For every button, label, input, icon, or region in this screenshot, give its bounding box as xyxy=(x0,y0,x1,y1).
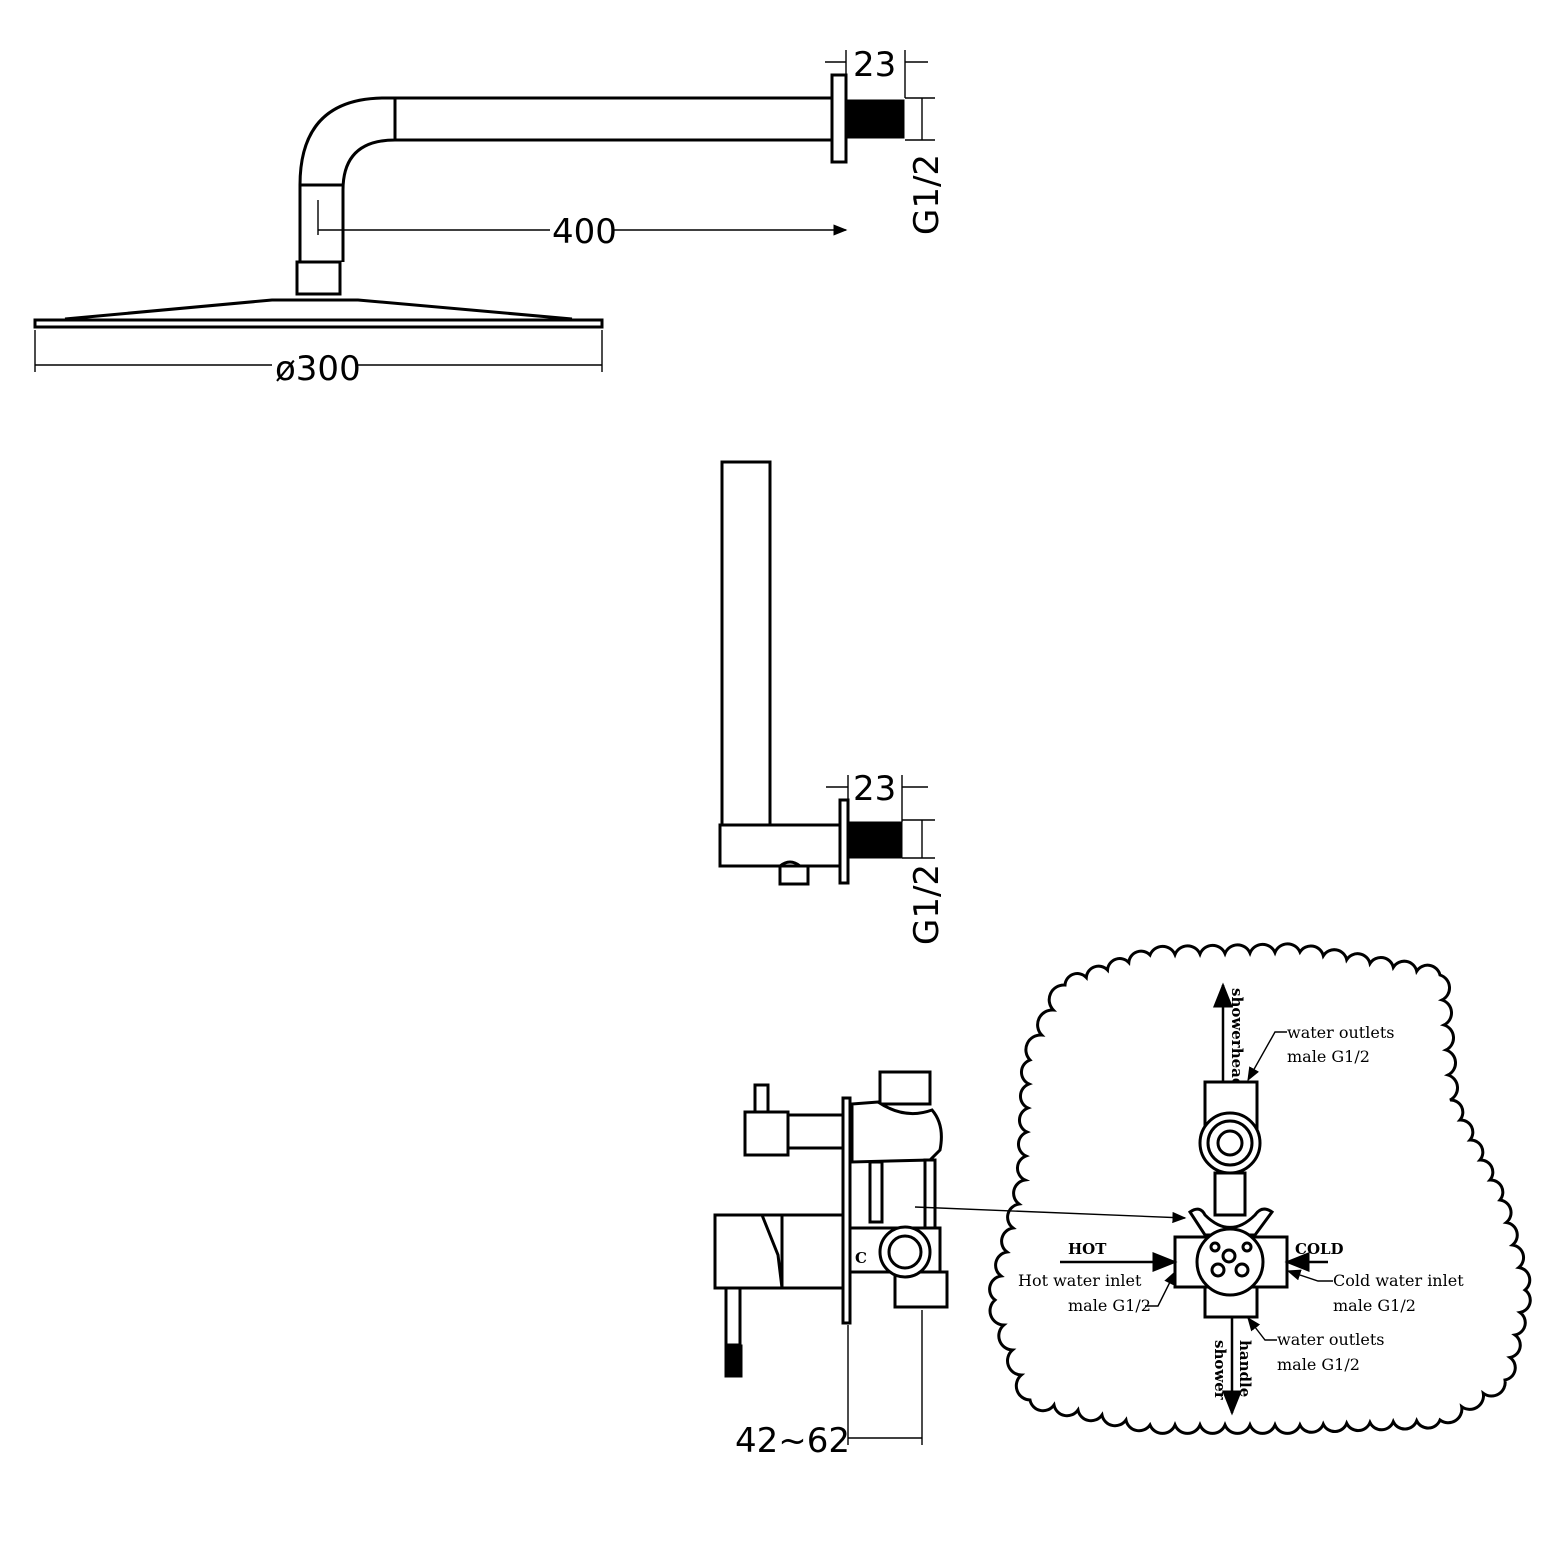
top-outlet-note-1: water outlets xyxy=(1287,1023,1394,1042)
handheld-holder-view: 23 G1/2 xyxy=(718,460,947,945)
handle-lever xyxy=(724,1286,742,1347)
hot-note-1: Hot water inlet xyxy=(1018,1271,1142,1290)
holder-bracket xyxy=(718,823,842,868)
shower-head-dome xyxy=(64,298,573,321)
bottom-outlet-note-1: water outlets xyxy=(1277,1330,1384,1349)
arm-length-dim: 400 xyxy=(552,212,617,252)
mixer-handle xyxy=(713,1213,784,1290)
diverter-knob xyxy=(743,1110,790,1157)
wall-depth-dim: 42~62 xyxy=(735,1421,850,1461)
shower-head-plate xyxy=(33,318,604,329)
callout-cloud-outline xyxy=(988,942,1532,1435)
holder-flange-dim: 23 xyxy=(853,769,896,809)
arm-thread-dim: G1/2 xyxy=(907,154,947,235)
arm-flange-dim: 23 xyxy=(853,45,896,85)
top-outlet-note-2: male G1/2 xyxy=(1287,1047,1370,1066)
holder-outlet xyxy=(778,864,810,886)
arm-flange xyxy=(830,73,848,164)
valve-inlet-ring xyxy=(878,1225,932,1279)
valve-side-view: C 42~62 xyxy=(713,1070,1187,1461)
showerhead-direction-label: showerhead xyxy=(1228,988,1246,1089)
holder-thread xyxy=(847,821,903,859)
mounting-plate xyxy=(841,1096,852,1325)
shower-head-nut xyxy=(295,260,342,296)
holder-flange xyxy=(838,798,850,885)
arm-thread xyxy=(845,99,905,139)
valve-detail-callout: showerhead handle shower HOT Hot water i… xyxy=(988,942,1532,1435)
cold-note-2: male G1/2 xyxy=(1333,1296,1416,1315)
cold-marker: C xyxy=(855,1249,867,1267)
handle-shower-direction-label-2: shower xyxy=(1211,1340,1229,1401)
cold-label: COLD xyxy=(1295,1240,1344,1258)
hot-note-2: male G1/2 xyxy=(1068,1296,1151,1315)
shower-arm-pipe xyxy=(298,96,832,262)
handheld-shower-body xyxy=(720,460,772,827)
holder-thread-dim: G1/2 xyxy=(907,864,947,945)
head-diameter-dim: ø300 xyxy=(275,349,361,389)
bottom-outlet-note-2: male G1/2 xyxy=(1277,1355,1360,1374)
cold-note-1: Cold water inlet xyxy=(1333,1271,1464,1290)
handle-shower-direction-label-1: handle xyxy=(1236,1340,1254,1397)
hot-label: HOT xyxy=(1068,1240,1107,1258)
shower-arm-view: 23 400 G1/2 ø300 xyxy=(33,45,947,389)
